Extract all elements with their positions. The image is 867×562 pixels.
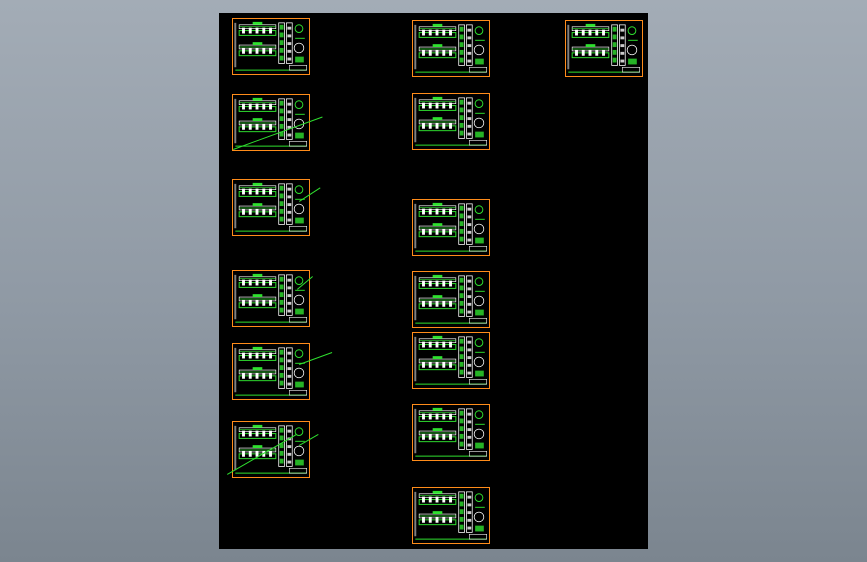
drawing-sheet[interactable] <box>565 20 643 77</box>
cad-drawing-sheet-icon <box>234 21 307 71</box>
drawing-sheet[interactable] <box>412 271 490 328</box>
cad-model-viewport[interactable] <box>219 13 648 549</box>
drawing-sheet[interactable] <box>232 343 310 400</box>
drawing-sheet[interactable] <box>412 404 490 461</box>
cad-drawing-sheet-icon <box>234 97 307 147</box>
drawing-sheet[interactable] <box>232 18 310 75</box>
cad-drawing-sheet-icon <box>567 23 640 73</box>
drawing-sheet[interactable] <box>232 94 310 151</box>
cad-drawing-sheet-icon <box>234 273 307 323</box>
cad-drawing-sheet-icon <box>414 490 487 540</box>
cad-drawing-sheet-icon <box>414 23 487 73</box>
cad-drawing-sheet-icon <box>414 274 487 324</box>
drawing-sheet[interactable] <box>412 332 490 389</box>
cad-drawing-sheet-icon <box>414 407 487 457</box>
cad-drawing-sheet-icon <box>234 346 307 396</box>
cad-drawing-sheet-icon <box>234 182 307 232</box>
drawing-sheet[interactable] <box>412 199 490 256</box>
cad-drawing-sheet-icon <box>414 202 487 252</box>
drawing-sheet[interactable] <box>232 179 310 236</box>
drawing-sheet[interactable] <box>412 20 490 77</box>
drawing-sheet[interactable] <box>412 487 490 544</box>
cad-drawing-sheet-icon <box>414 96 487 146</box>
drawing-sheet[interactable] <box>412 93 490 150</box>
drawing-sheet[interactable] <box>232 270 310 327</box>
cad-drawing-sheet-icon <box>414 335 487 385</box>
